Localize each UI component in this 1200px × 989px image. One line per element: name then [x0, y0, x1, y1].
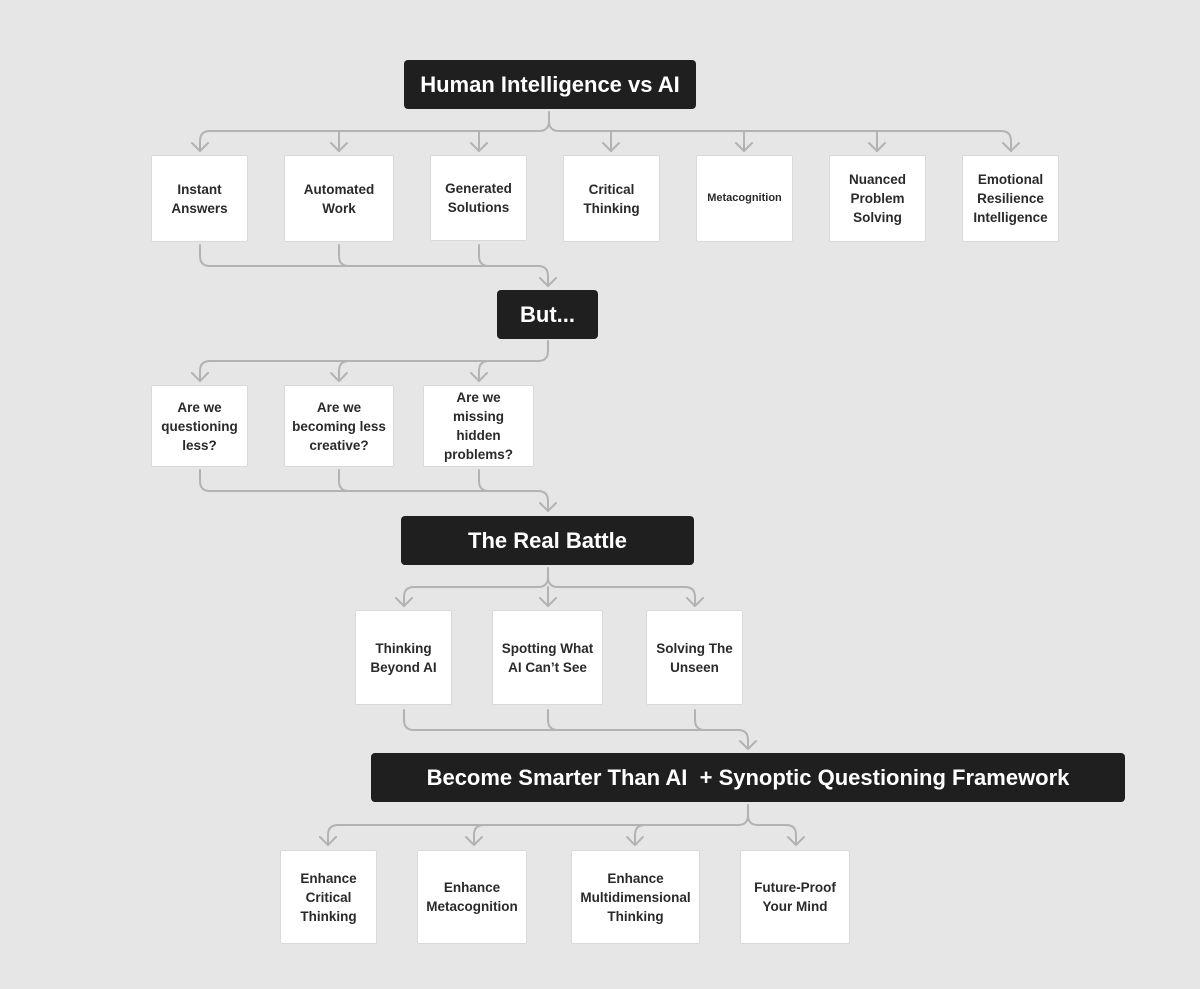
card-label: Spotting What AI Can’t See — [501, 640, 594, 675]
battle-title-node: The Real Battle — [401, 516, 694, 565]
card-label: Emotional Resilience Intelligence — [973, 172, 1048, 225]
card-instant-answers: Instant Answers — [151, 155, 248, 242]
card-metacognition: Metacognition — [696, 155, 793, 242]
card-label: Nuanced Problem Solving — [848, 172, 906, 225]
battle-title: The Real Battle — [468, 527, 627, 553]
card-label: Are we becoming less creative? — [292, 399, 386, 453]
card-label: Automated Work — [303, 181, 375, 216]
card-thinking-beyond-ai: Thinking Beyond AI — [355, 610, 452, 705]
root-title: Human Intelligence vs AI — [420, 71, 680, 97]
card-label: Solving The Unseen — [656, 640, 733, 675]
card-label: Generated Solutions — [445, 181, 512, 215]
card-label: Critical Thinking — [583, 181, 640, 216]
card-critical-thinking: Critical Thinking — [563, 155, 660, 242]
card-label: Metacognition — [707, 192, 782, 204]
card-label: Instant Answers — [171, 181, 228, 216]
card-enhance-multidimensional-thinking: Enhance Multidimensional Thinking — [571, 850, 700, 944]
card-label: Are we questioning less? — [161, 399, 238, 453]
framework-title-node: Become Smarter Than AI + Synoptic Questi… — [371, 753, 1125, 802]
card-automated-work: Automated Work — [284, 155, 394, 242]
card-hidden-problems: Are we missing hidden problems? — [423, 385, 534, 467]
card-future-proof-your-mind: Future-Proof Your Mind — [740, 850, 850, 944]
card-less-creative: Are we becoming less creative? — [284, 385, 394, 467]
but-title: But... — [520, 301, 575, 327]
framework-title: Become Smarter Than AI + Synoptic Questi… — [426, 764, 1070, 790]
card-enhance-critical-thinking: Enhance Critical Thinking — [280, 850, 377, 944]
card-questioning-less: Are we questioning less? — [151, 385, 248, 467]
card-spotting-what-ai-cant-see: Spotting What AI Can’t See — [492, 610, 603, 705]
card-label: Future-Proof Your Mind — [754, 880, 836, 914]
card-generated-solutions: Generated Solutions — [430, 155, 527, 241]
but-title-node: But... — [497, 290, 598, 339]
card-solving-the-unseen: Solving The Unseen — [646, 610, 743, 705]
card-enhance-metacognition: Enhance Metacognition — [417, 850, 527, 944]
card-emotional-resilience-intelligence: Emotional Resilience Intelligence — [962, 155, 1059, 242]
root-title-node: Human Intelligence vs AI — [404, 60, 696, 109]
card-label: Enhance Metacognition — [426, 880, 518, 914]
card-label: Thinking Beyond AI — [370, 640, 437, 675]
card-label: Enhance Critical Thinking — [300, 870, 357, 924]
card-label: Are we missing hidden problems? — [443, 390, 513, 462]
card-nuanced-problem-solving: Nuanced Problem Solving — [829, 155, 926, 242]
card-label: Enhance Multidimensional Thinking — [580, 870, 691, 924]
